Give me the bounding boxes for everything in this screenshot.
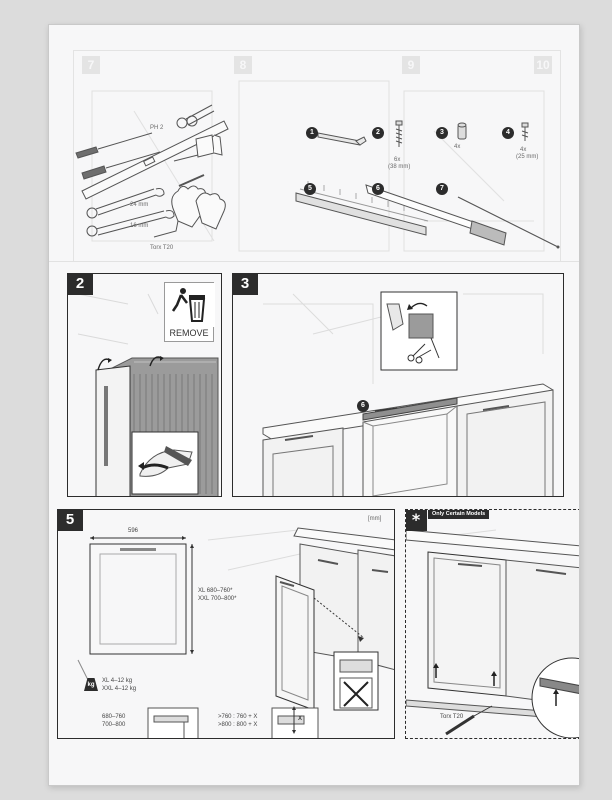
- tools-illustration: PH 2 24 mm 16 mm: [75, 80, 560, 252]
- part-number-6: 6: [372, 183, 384, 195]
- part-number-2: 2: [372, 127, 384, 139]
- range-xxl-label: 700–800: [102, 722, 126, 728]
- step-5-panel: 5 [mm]: [57, 509, 395, 739]
- step-2-number: 2: [68, 274, 93, 295]
- wrench-24-label: 24 mm: [130, 202, 148, 208]
- part-4-qty: 4x: [520, 147, 527, 153]
- height-xxl-label: XXL 700–800*: [198, 596, 237, 602]
- weight-icon: kg: [84, 678, 98, 691]
- wrench-16-label: 16 mm: [130, 223, 148, 229]
- part-number-3: 3: [436, 127, 448, 139]
- remove-instruction: REMOVE: [164, 282, 215, 342]
- part-number-7: 7: [436, 183, 448, 195]
- part-number-5: 5: [304, 183, 316, 195]
- x-mark-label: X: [298, 716, 303, 722]
- certain-models-illustration: [406, 529, 579, 738]
- weight-xxl-label: XXL 4–12 kg: [102, 686, 137, 692]
- step-5-number: 5: [58, 510, 83, 531]
- part-2-size: (38 mm): [388, 164, 411, 170]
- height-xl-label: XL 680–760*: [198, 588, 233, 594]
- step-3-number: 3: [233, 274, 258, 295]
- part-4-size: (25 mm): [516, 154, 539, 160]
- certain-models-panel: * Only Certain Models: [405, 509, 579, 739]
- step-3-illustration: [262, 291, 554, 496]
- remove-label: REMOVE: [169, 328, 209, 338]
- unit-label: [mm]: [368, 516, 382, 522]
- part-2-qty: 6x: [394, 157, 401, 163]
- phillips-label: PH 2: [150, 125, 164, 131]
- range-over-xxl-label: >800 : 800 + X: [218, 722, 258, 728]
- range-over-xl-label: >760 : 760 + X: [218, 714, 258, 720]
- step-number-9: 9: [402, 56, 420, 74]
- part-3-qty: 4x: [454, 144, 461, 150]
- part-6-callout: 6: [357, 400, 369, 412]
- instruction-sheet: 7 8 9 10 PH 2: [48, 24, 580, 786]
- only-certain-models-tag: Only Certain Models: [428, 510, 490, 519]
- trash-bin-icon: [165, 283, 215, 327]
- step-5-illustration: [77, 527, 394, 738]
- torx-label-star: Torx T20: [440, 714, 464, 720]
- step-number-8: 8: [234, 56, 252, 74]
- part-number-1: 1: [306, 127, 318, 139]
- step-2-illustration: [77, 293, 219, 496]
- weight-xl-label: XL 4–12 kg: [102, 678, 133, 684]
- width-label: 596: [128, 528, 139, 534]
- star-icon: *: [406, 510, 427, 531]
- step-2-panel: 2 REMOVE: [67, 273, 222, 497]
- step-number-10: 10: [534, 56, 552, 74]
- tools-and-parts-panel: 7 8 9 10 PH 2: [73, 50, 561, 262]
- torx-label: Torx T20: [150, 245, 174, 251]
- part-number-4: 4: [502, 127, 514, 139]
- step-3-panel: 3: [232, 273, 564, 497]
- range-xl-label: 680–760: [102, 714, 126, 720]
- step-number-7: 7: [82, 56, 100, 74]
